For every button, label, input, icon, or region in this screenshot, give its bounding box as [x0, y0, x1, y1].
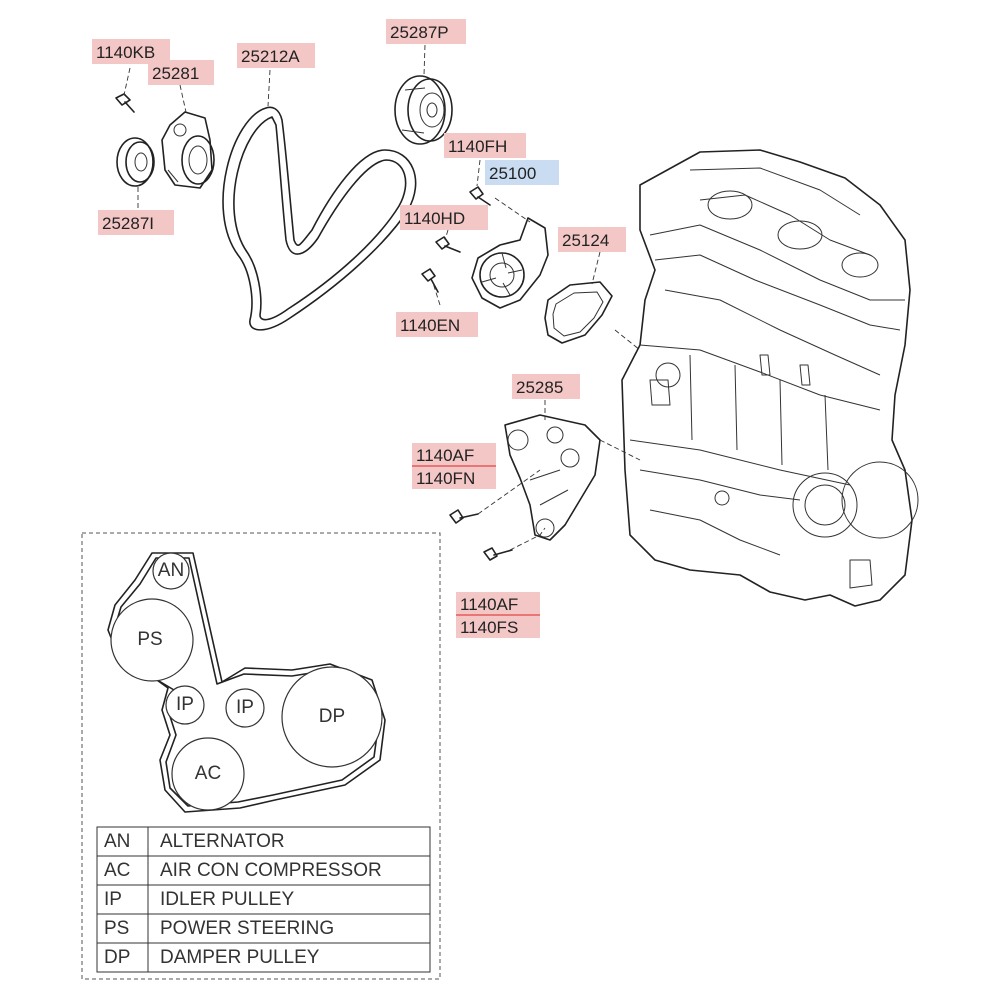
- pulley-label-dp: DP: [319, 706, 345, 727]
- gasket-25124-drawing: [544, 281, 613, 344]
- bracket-25285-drawing: [504, 414, 601, 541]
- bolt-1140fh-drawing: [469, 186, 491, 206]
- part-label-25285: 25285: [512, 374, 580, 399]
- bolt-1140hd-drawing: [435, 236, 461, 253]
- pulley-an: [152, 552, 190, 590]
- legend-name: AIR CON COMPRESSOR: [160, 860, 382, 881]
- part-number: 1140EN: [400, 316, 460, 335]
- bolt-1140af-fs-drawing: [483, 547, 513, 561]
- part-label-25287p: 25287P: [386, 19, 466, 44]
- legend-code: AN: [104, 831, 130, 852]
- part-number: 1140AF: [416, 446, 474, 465]
- part-label-25212a: 25212A: [237, 43, 315, 68]
- pulley-ip-1: [165, 685, 205, 725]
- bolt-1140en-drawing: [421, 268, 439, 293]
- part-number: 1140AF: [460, 595, 518, 614]
- legend-code: PS: [104, 918, 129, 939]
- bolt-1140af-fn-drawing: [449, 509, 479, 524]
- pulley-label-ac: AC: [195, 763, 221, 784]
- part-number: 25100: [489, 164, 536, 183]
- part-number: 1140KB: [96, 43, 155, 62]
- part-number: 25212A: [241, 47, 300, 66]
- part-label-25281: 25281: [148, 60, 214, 85]
- part-number: 25281: [152, 64, 199, 83]
- part-label-25100: 25100: [485, 160, 559, 185]
- inset-frame: [81, 532, 441, 980]
- part-label-1140kb: 1140KB: [92, 39, 170, 64]
- belt-25212a-drawing: [222, 106, 417, 331]
- legend-code: DP: [104, 947, 130, 968]
- part-number: 1140FN: [416, 469, 475, 488]
- part-label-25287i: 25287I: [98, 210, 174, 235]
- part-number: 1140FS: [460, 618, 518, 637]
- part-number: 1140HD: [404, 209, 465, 228]
- part-number: 25285: [516, 378, 563, 397]
- pulley-label-an: AN: [158, 560, 184, 581]
- pulley-ps: [110, 598, 194, 682]
- legend-name: ALTERNATOR: [160, 831, 285, 852]
- part-label-1140fh: 1140FH: [444, 133, 526, 158]
- legend-name: DAMPER PULLEY: [160, 947, 320, 968]
- legend-name: IDLER PULLEY: [160, 889, 294, 910]
- part-label-25124: 25124: [558, 227, 626, 252]
- leader-lines: [123, 44, 641, 551]
- pulley-label-ps: PS: [137, 629, 162, 650]
- pulley-label-ip: IP: [176, 694, 194, 715]
- bolt-1140kb-drawing: [115, 93, 135, 113]
- idler-pulley-25287i-drawing: [116, 137, 155, 187]
- part-number: 25287P: [390, 23, 449, 42]
- part-number: 25287I: [102, 214, 154, 233]
- pulley-25287p-drawing: [394, 75, 453, 145]
- part-label-1140af-lower: 1140AF: [456, 592, 540, 615]
- legend-table: AN ALTERNATOR AC AIR CON COMPRESSOR IP I…: [96, 826, 431, 973]
- legend-name: POWER STEERING: [160, 918, 334, 939]
- part-label-1140fn: 1140FN: [412, 466, 496, 489]
- legend-code: AC: [104, 860, 130, 881]
- part-label-1140hd: 1140HD: [400, 205, 488, 230]
- pulley-ac: [171, 737, 245, 811]
- part-label-1140en: 1140EN: [396, 312, 478, 337]
- engine-block-drawing: [621, 149, 919, 607]
- pulley-label-ip: IP: [236, 697, 254, 718]
- belt-routing-inset: AN PS IP IP DP AC AN ALTERNATOR AC AIR C…: [81, 532, 441, 980]
- legend-code: IP: [104, 889, 122, 910]
- tensioner-25281-drawing: [161, 111, 215, 189]
- part-label-1140fs: 1140FS: [456, 615, 540, 638]
- water-pump-25100-drawing: [471, 217, 549, 309]
- part-label-1140af-upper: 1140AF: [412, 443, 496, 466]
- pulley-dp: [281, 666, 383, 768]
- part-number: 1140FH: [448, 137, 507, 156]
- part-number: 25124: [562, 231, 609, 250]
- pulley-ip-2: [225, 688, 265, 728]
